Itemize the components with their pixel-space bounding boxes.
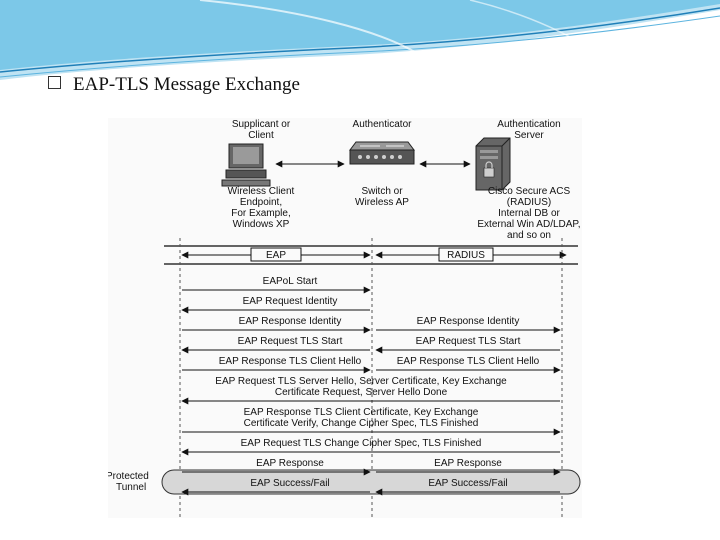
message-6-line-1: Certificate Verify, Change Cipher Spec, … [244,418,479,429]
right-message-0-label: EAP Response Identity [417,316,520,327]
tunnel-label-line-1: Protected [108,471,149,482]
actor-title-0-line-1: Client [248,130,274,141]
slide-title-text: EAP-TLS Message Exchange [73,74,300,95]
protected-tunnel [161,469,581,495]
client-computer-icon [221,143,271,187]
right-message-2-label: EAP Response TLS Client Hello [397,356,540,367]
radius-protocol-box [438,247,494,262]
actor-title-2-line-1: Server [514,130,544,141]
actor-caption-1-line-0: Switch or [361,186,403,197]
actor-caption-2-line-0: Cisco Secure ACS [488,186,571,197]
actor-caption-0-line-3: Windows XP [233,219,290,230]
message-9-line-0: EAP Success/Fail [250,478,329,489]
message-1-line-0: EAP Request Identity [243,296,338,307]
message-4-line-0: EAP Response TLS Client Hello [219,356,362,367]
header-wave-banner [0,0,720,80]
actor-title-1-line-0: Authenticator [353,119,413,130]
actor-caption-2-line-3: External Win AD/LDAP, [477,219,580,230]
eap-protocol-label: EAP [266,250,286,261]
right-message-4-label: EAP Success/Fail [428,478,507,489]
bullet-icon [48,76,61,89]
actor-title-0-line-0: Supplicant or [232,119,291,130]
actor-caption-2-line-2: Internal DB or [498,208,560,219]
actor-caption-1-line-1: Wireless AP [355,197,409,208]
radius-protocol-label: RADIUS [447,250,485,261]
switch-icon [349,141,415,165]
actor-caption-0-line-0: Wireless Client [228,186,295,197]
eap-protocol-box [250,247,302,262]
actor-caption-2-line-4: and so on [507,230,551,241]
message-0-line-0: EAPoL Start [263,276,318,287]
tunnel-label-line-2: Tunnel [116,482,146,493]
message-7-line-0: EAP Request TLS Change Cipher Spec, TLS … [241,438,482,449]
message-3-line-0: EAP Request TLS Start [238,336,343,347]
actor-caption-0-line-1: Endpoint, [240,197,282,208]
actor-title-2-line-0: Authentication [497,119,560,130]
actor-caption-0-line-2: For Example, [231,208,290,219]
message-5-line-0: EAP Request TLS Server Hello, Server Cer… [215,376,507,387]
slide-title: EAP-TLS Message Exchange [48,74,300,96]
message-5-line-1: Certificate Request, Server Hello Done [275,387,448,398]
right-message-1-label: EAP Request TLS Start [416,336,521,347]
message-2-line-0: EAP Response Identity [239,316,342,327]
message-8-line-0: EAP Response [256,458,324,469]
message-6-line-0: EAP Response TLS Client Certificate, Key… [244,407,479,418]
actor-caption-2-line-1: (RADIUS) [507,197,551,208]
right-message-3-label: EAP Response [434,458,502,469]
server-icon [475,137,511,191]
